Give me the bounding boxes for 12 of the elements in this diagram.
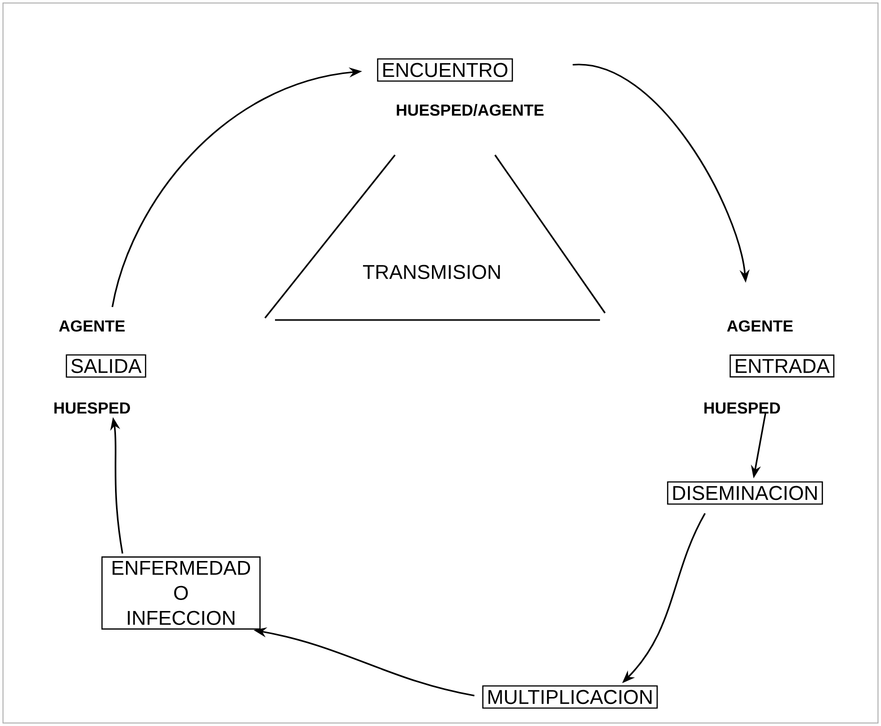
- side-label: HUESPED/AGENTE: [396, 104, 544, 116]
- side-label: HUESPED: [54, 402, 130, 414]
- process-box: ENCUENTRO: [377, 58, 513, 82]
- side-label: AGENTE: [59, 320, 125, 332]
- process-box: DISEMINACION: [667, 481, 823, 505]
- side-label: HUESPED: [704, 402, 780, 414]
- process-box: SALIDA: [66, 354, 146, 378]
- process-box: ENFERMEDAD O INFECCION: [101, 556, 261, 630]
- triangle-label: TRANSMISION: [363, 264, 500, 280]
- side-label: AGENTE: [727, 320, 793, 332]
- process-box: ENTRADA: [730, 354, 834, 378]
- process-box: MULTIPLICACION: [482, 685, 658, 709]
